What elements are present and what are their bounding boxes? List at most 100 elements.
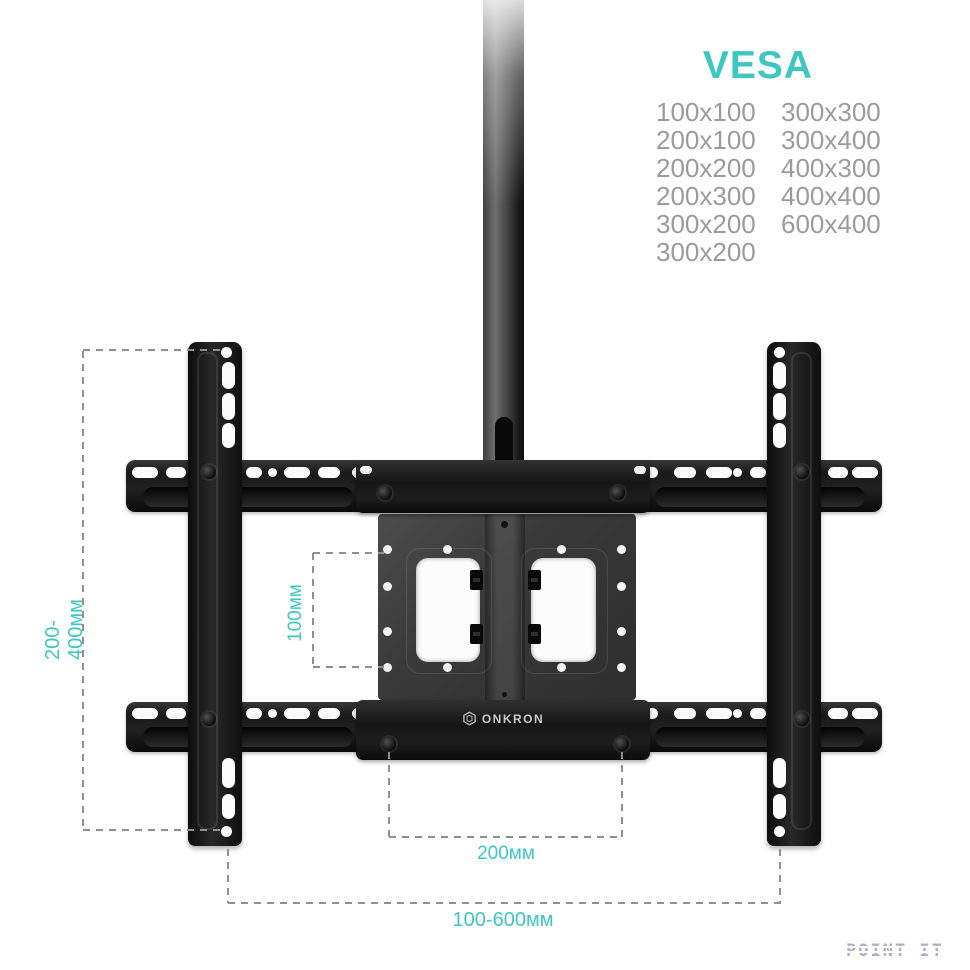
- bolt-icon: [795, 465, 809, 479]
- crossbar-hole: [828, 708, 848, 719]
- bolt-icon: [202, 465, 216, 479]
- watermark-slat: [844, 951, 968, 953]
- bracket-hole: [634, 466, 646, 474]
- rail-slot: [222, 423, 235, 448]
- rail-slot: [222, 794, 235, 819]
- rail-hole: [221, 347, 232, 358]
- crossbar-hole: [318, 467, 340, 478]
- vesa-size: 200x100: [656, 125, 756, 155]
- plate-center-channel: [484, 514, 526, 700]
- dimension-line-bracket-right: [621, 752, 623, 838]
- mounting-hole: [617, 627, 626, 636]
- bolt-icon: [202, 712, 216, 726]
- rail-slot: [773, 393, 786, 420]
- crossbar-hole: [246, 467, 262, 478]
- dimension-line-bottom: [83, 829, 225, 831]
- bolt-icon: [795, 712, 809, 726]
- vesa-size: 600x400: [781, 209, 881, 239]
- dimension-line-full-left: [227, 849, 229, 903]
- vesa-size: 300x200: [656, 209, 756, 239]
- dimension-line-bracket-left: [388, 752, 390, 838]
- crossbar-hole: [733, 468, 742, 477]
- crossbar-hole: [132, 708, 158, 719]
- bolt-icon: [378, 486, 392, 500]
- crossbar-hole: [750, 467, 766, 478]
- mounting-hole: [617, 545, 626, 554]
- dimension-line-vertical-range: [82, 351, 84, 831]
- rail-hole: [774, 347, 785, 358]
- bolt-icon: [611, 486, 625, 500]
- brand-logo: ONKRON: [356, 711, 650, 726]
- crossbar-hole: [166, 467, 186, 478]
- crossbar-hole: [166, 708, 186, 719]
- rail-slot: [773, 423, 786, 448]
- crossbar-hole: [852, 467, 878, 478]
- rail-slot: [222, 393, 235, 420]
- vesa-size: 400x400: [781, 181, 881, 211]
- ceiling-pole: [483, 0, 524, 464]
- dimension-line-bracket-span: [389, 836, 623, 838]
- dimension-label-vesa-spacing: 100мм: [285, 584, 306, 642]
- bolt-icon: [615, 737, 629, 751]
- mounting-hole: [443, 663, 452, 672]
- mounting-hole: [383, 545, 392, 554]
- vesa-size: 200x200: [656, 153, 756, 183]
- mounting-hole: [443, 545, 452, 554]
- mounting-hole: [383, 663, 392, 672]
- tv-hook-clip: [470, 570, 483, 590]
- vesa-size: 300x300: [781, 97, 881, 127]
- rail-slot: [773, 362, 786, 389]
- crossbar-slot: [655, 487, 865, 507]
- vesa-size: 300x400: [781, 125, 881, 155]
- dimension-label-vertical-range: 200-400мм: [42, 599, 87, 660]
- crossbar-hole: [268, 468, 277, 477]
- plate-window-left: [416, 558, 480, 662]
- bolt-icon: [382, 737, 396, 751]
- brand-name: ONKRON: [481, 711, 545, 726]
- crossbar-hole: [318, 708, 340, 719]
- crossbar-hole: [828, 467, 848, 478]
- crossbar-hole: [132, 467, 158, 478]
- tv-hook-clip: [528, 570, 541, 590]
- rail-slot: [773, 794, 786, 819]
- crossbar-slot: [143, 727, 353, 747]
- rail-groove: [197, 352, 218, 830]
- dimension-line-full-span: [228, 902, 781, 904]
- watermark-slat: [844, 946, 968, 948]
- mounting-hole: [557, 545, 566, 554]
- mounting-hole: [383, 582, 392, 591]
- onkron-logo-icon: [463, 711, 476, 726]
- dimension-line-vesa-bottom: [313, 666, 384, 668]
- crossbar-hole: [284, 467, 310, 478]
- vesa-size: 100x100: [656, 97, 756, 127]
- dimension-line-top: [83, 349, 225, 351]
- mounting-hole: [383, 627, 392, 636]
- plate-screw-hole: [501, 521, 508, 528]
- rail-groove: [791, 352, 812, 830]
- dimension-line-vesa-top: [313, 552, 384, 554]
- dimension-line-full-right: [779, 849, 781, 903]
- plate-window-right: [531, 558, 596, 662]
- crossbar-hole: [674, 467, 696, 478]
- crossbar-hole: [733, 709, 742, 718]
- vesa-plate: [378, 514, 636, 700]
- vesa-size: 300x200: [656, 237, 756, 267]
- rail-hole: [221, 826, 232, 837]
- vesa-size-list-column1: 100x100 200x100 200x200 200x300 300x200 …: [656, 98, 756, 266]
- crossbar-hole: [642, 467, 658, 478]
- pole-cable-notch: [495, 417, 513, 464]
- rail-slot: [773, 758, 786, 788]
- crossbar-hole: [750, 708, 766, 719]
- mounting-hole: [617, 582, 626, 591]
- pole-bracket: [356, 461, 650, 513]
- dimension-label-horizontal-range: 100-600мм: [452, 908, 554, 931]
- crossbar-hole: [852, 708, 878, 719]
- crossbar-hole: [268, 709, 277, 718]
- mounting-hole: [617, 663, 626, 672]
- vesa-title: VESA: [702, 44, 814, 87]
- vesa-size: 400x300: [781, 153, 881, 183]
- crossbar-hole: [246, 708, 262, 719]
- crossbar-hole: [674, 708, 696, 719]
- bracket-hole: [360, 466, 372, 474]
